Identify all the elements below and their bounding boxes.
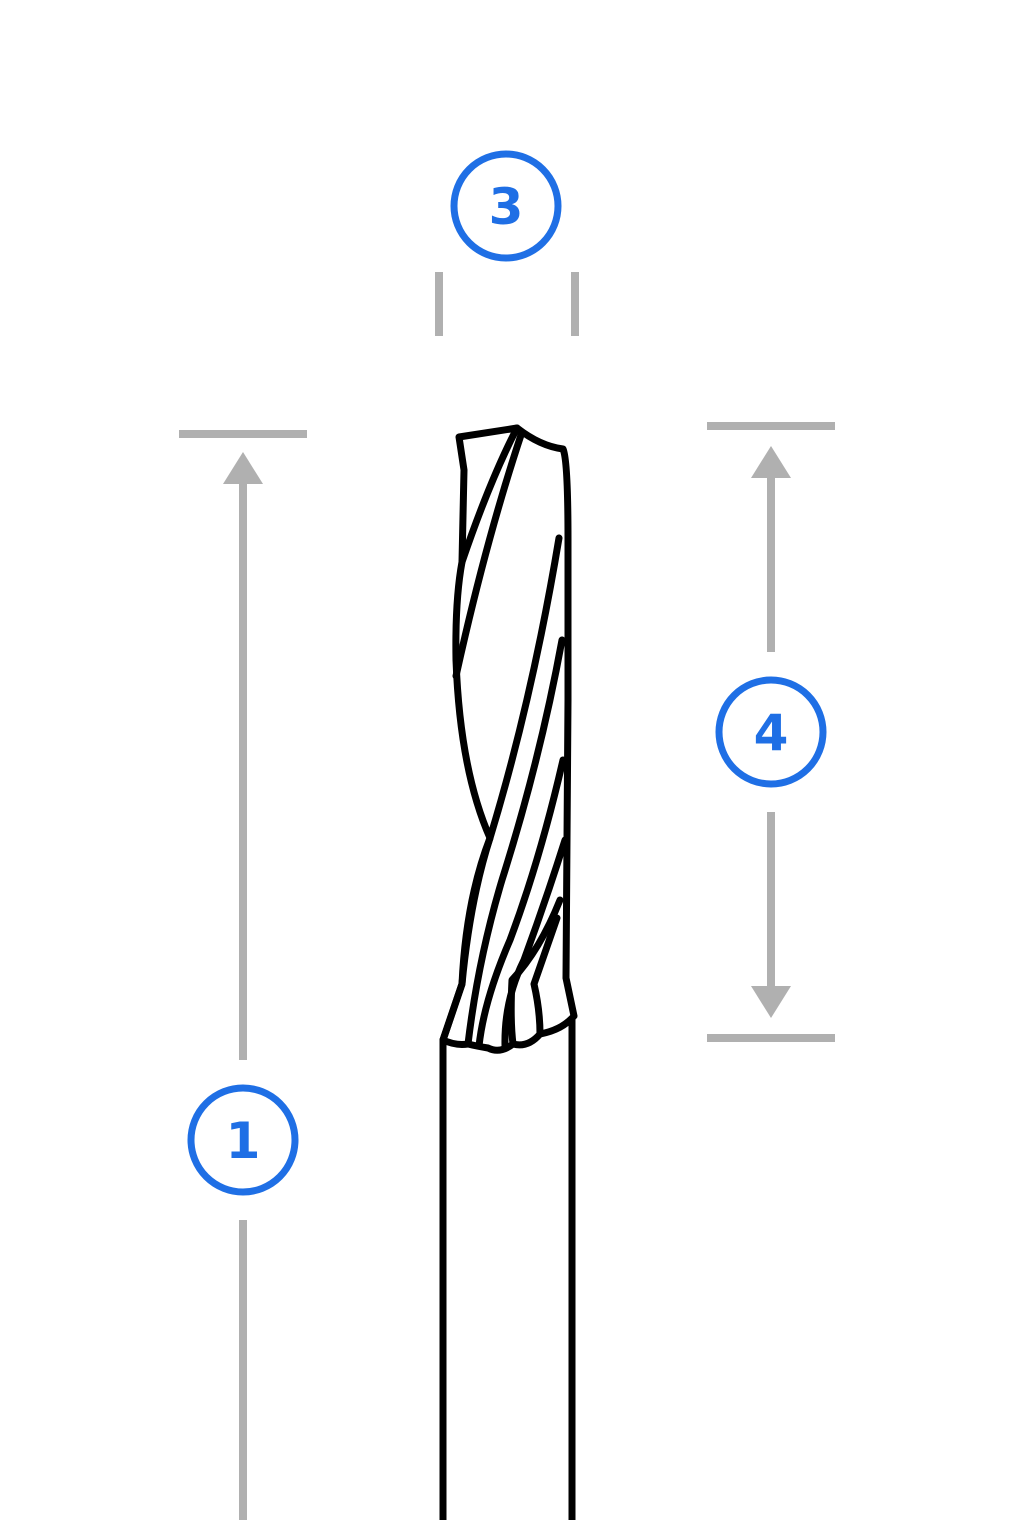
flute-edge-5 xyxy=(475,756,567,1050)
end-mill-bit xyxy=(439,424,578,1520)
callout-4-circle xyxy=(715,676,827,788)
callout-3: 3 xyxy=(450,150,562,262)
flute-edge-8 xyxy=(530,914,561,1038)
shank-outline xyxy=(439,1014,576,1520)
callout-1-label: 1 xyxy=(226,1112,261,1170)
cutting-length-arrow-down xyxy=(751,986,791,1018)
callout-3-label: 3 xyxy=(489,178,524,236)
callout-4-label: 4 xyxy=(754,704,789,762)
callout-1: 1 xyxy=(187,1084,299,1196)
flute-edge-1 xyxy=(458,424,521,566)
callout-4: 4 xyxy=(715,676,827,788)
overall-length-arrow-up xyxy=(223,452,263,484)
flute-edge-3 xyxy=(439,534,563,1044)
callout-1-circle xyxy=(187,1084,299,1196)
cutting-length-dimension xyxy=(707,422,835,1042)
flute-edge-4 xyxy=(464,636,566,1048)
cutting-diameter-dimension xyxy=(435,272,579,336)
flute-edge-7 xyxy=(507,896,564,1048)
flute-edge-2 xyxy=(452,428,526,680)
overall-length-dimension xyxy=(179,430,307,1520)
cutting-length-arrow-up xyxy=(751,446,791,478)
callout-3-circle xyxy=(450,150,562,262)
